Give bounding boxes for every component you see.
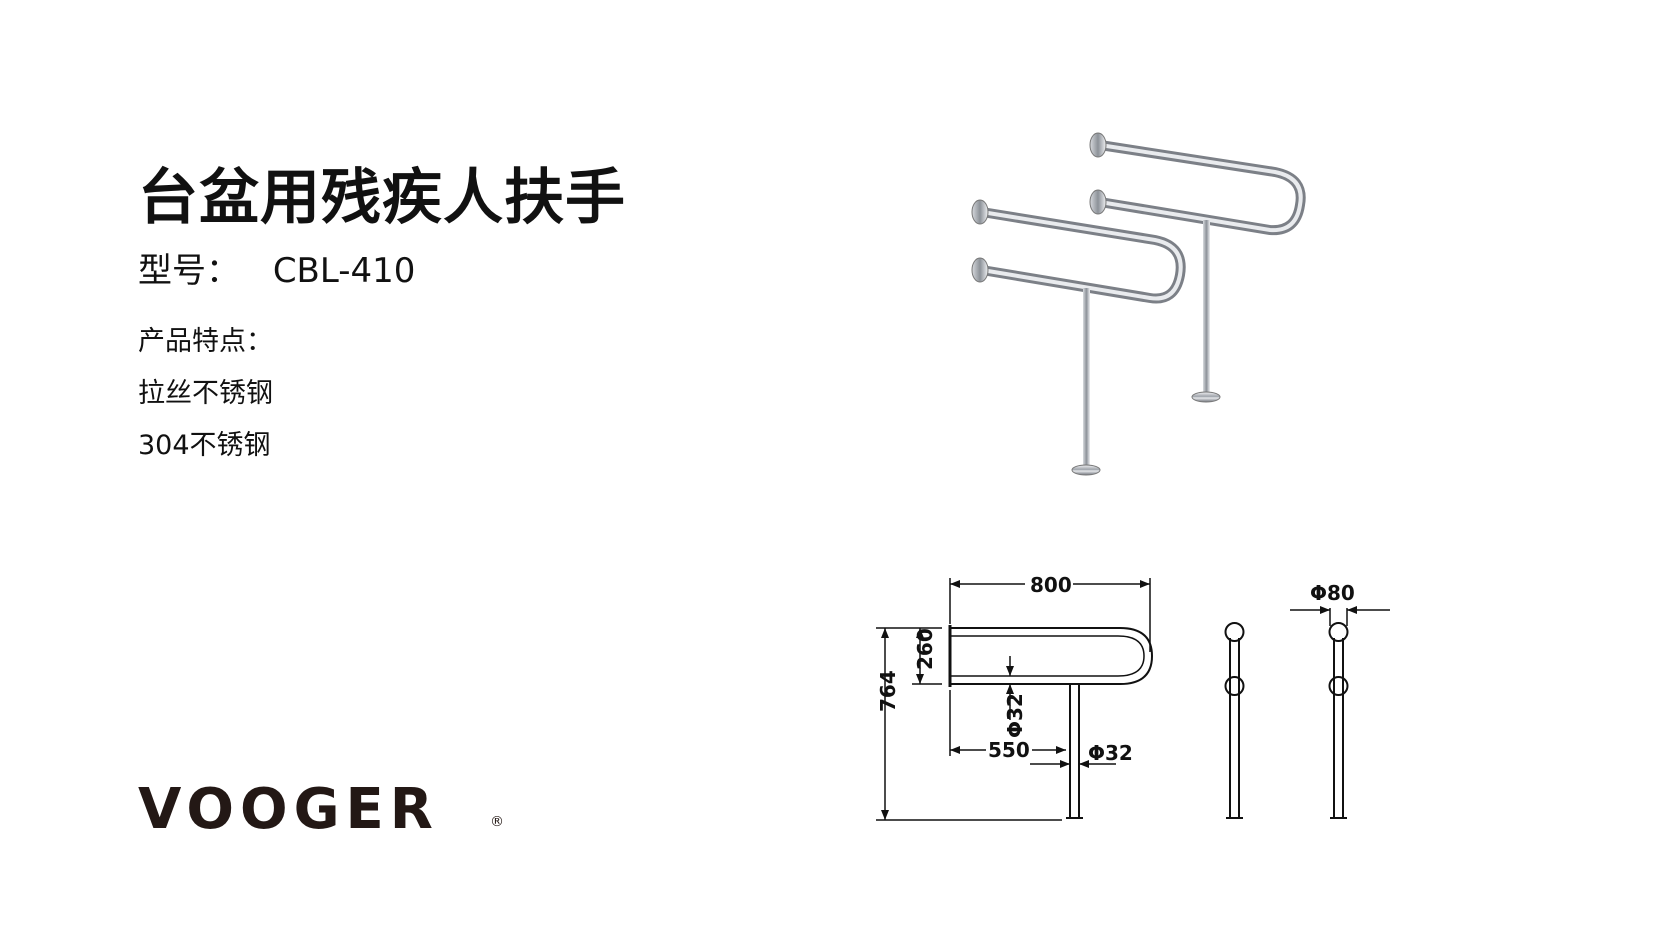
technical-drawing: 800 764 260 Φ32 550 Φ32 Φ80 [876,572,1390,821]
model-value: CBL-410 [272,251,416,291]
model-label: 型号： [138,251,240,291]
dim-leg-diameter-label: Φ32 [1088,741,1133,765]
dim-width-label: 800 [1030,573,1072,597]
dim-grip-diameter-label: Φ32 [1003,693,1027,738]
feature-item: 304不锈钢 [138,430,271,461]
dim-flange-diameter-label: Φ80 [1310,581,1355,605]
grab-bar-back [1089,132,1306,403]
brand-logo: VOOGER ® [138,777,504,842]
product-title: 台盆用残疾人扶手 [138,163,626,233]
grab-bar-front [971,199,1186,476]
model-line: 型号： CBL-410 [138,254,415,288]
feature-item: 拉丝不锈钢 [138,378,273,409]
dim-height-label: 764 [876,670,900,712]
dim-leg-offset-label: 550 [988,738,1030,762]
features-heading: 产品特点： [138,326,273,357]
brand-name: VOOGER [138,777,439,842]
dim-grip-spacing-label: 260 [913,628,937,670]
registered-mark: ® [490,814,504,830]
product-photo [971,132,1306,476]
